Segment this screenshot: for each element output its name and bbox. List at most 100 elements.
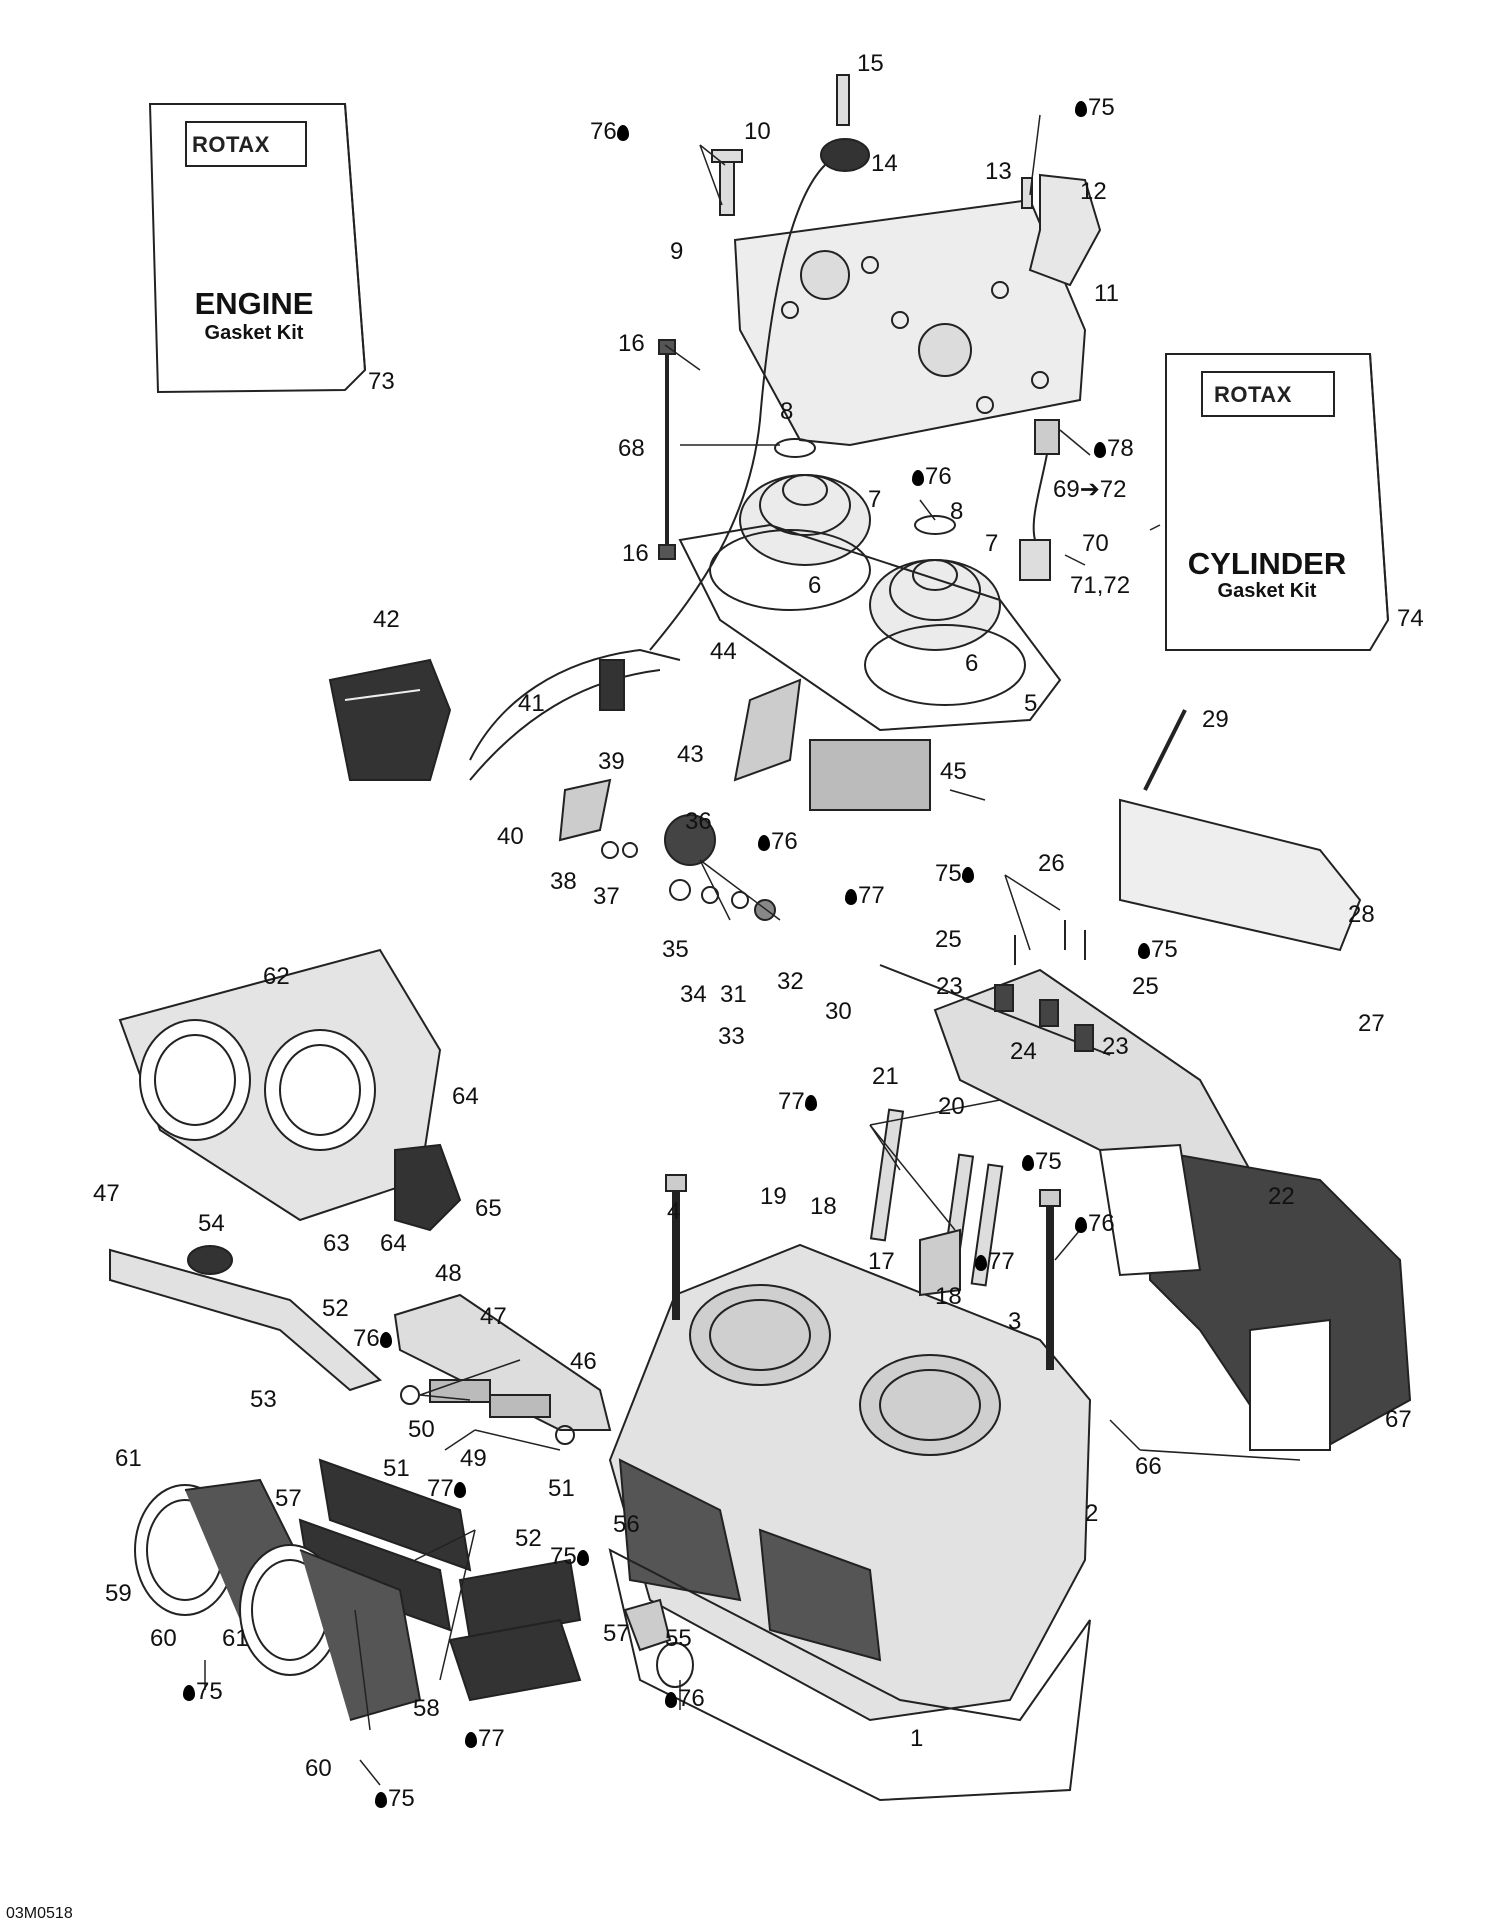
callout-6: 6 — [808, 572, 822, 599]
callout-74: 74 — [1397, 605, 1424, 632]
callout-23: 23 — [936, 973, 963, 1000]
callout-44: 44 — [710, 638, 737, 665]
callout-77-with-drop: 77 — [465, 1727, 505, 1751]
callout-18: 18 — [810, 1193, 837, 1220]
callout-69-72: 69➔72 — [1053, 476, 1127, 503]
throttle-body — [118, 948, 442, 1222]
callout-56: 56 — [613, 1511, 640, 1538]
engine-kit-subtitle: Gasket Kit — [204, 322, 304, 344]
callout-77-with-drop: 77 — [427, 1477, 467, 1501]
callout-number: 78 — [1107, 435, 1134, 462]
callout-1: 1 — [910, 1725, 924, 1752]
liquid-drop-icon — [804, 1095, 817, 1111]
wiring-harness — [469, 648, 681, 781]
callout-75-with-drop: 75 — [1138, 938, 1178, 962]
callout-46: 46 — [570, 1348, 597, 1375]
callout-77-with-drop: 77 — [778, 1090, 818, 1114]
callout-57: 57 — [275, 1485, 302, 1512]
callout-3: 3 — [1008, 1308, 1022, 1335]
exhaust-manifold — [1098, 1143, 1412, 1452]
callout-32: 32 — [777, 968, 804, 995]
liquid-drop-icon — [961, 867, 974, 883]
callout-number: 76 — [353, 1325, 380, 1352]
cylinder-gasket-kit: ROTAX CYLINDER Gasket Kit — [1160, 350, 1390, 660]
callout-68: 68 — [618, 435, 645, 462]
callout-76-with-drop: 76 — [1075, 1212, 1115, 1236]
liquid-drop-icon — [379, 1332, 392, 1348]
callout-41: 41 — [518, 690, 545, 717]
drain-plug — [623, 1598, 694, 1688]
callout-60: 60 — [305, 1755, 332, 1782]
callout-75-with-drop: 75 — [935, 862, 975, 886]
callout-25: 25 — [1132, 973, 1159, 1000]
callout-63: 63 — [323, 1230, 350, 1257]
callout-31: 31 — [720, 981, 747, 1008]
callout-75-with-drop: 75 — [1075, 96, 1115, 120]
callout-number: 77 — [478, 1725, 505, 1752]
liquid-drop-icon — [1094, 442, 1106, 458]
callout-number: 75 — [1088, 94, 1115, 121]
callout-61: 61 — [115, 1445, 142, 1472]
callout-77-with-drop: 77 — [845, 884, 885, 908]
callout-54: 54 — [198, 1210, 225, 1237]
callout-14: 14 — [871, 150, 898, 177]
callout-76-with-drop: 76 — [590, 120, 630, 144]
callout-13: 13 — [985, 158, 1012, 185]
callout-21: 21 — [872, 1063, 899, 1090]
callout-8: 8 — [950, 498, 964, 525]
liquid-drop-icon — [465, 1732, 477, 1748]
o-ring — [774, 438, 816, 458]
callout-number: 75 — [935, 860, 962, 887]
liquid-drop-icon — [576, 1550, 589, 1566]
callout-number: 76 — [1088, 1210, 1115, 1237]
callout-18: 18 — [935, 1283, 962, 1310]
temperature-sensor — [1019, 419, 1060, 581]
callout-43: 43 — [677, 741, 704, 768]
rave-valve — [558, 778, 776, 921]
cylinder-block — [608, 1243, 1092, 1722]
rave-cover — [328, 658, 452, 781]
intake-boot — [134, 1478, 422, 1721]
callout-number: 76 — [925, 463, 952, 490]
liquid-drop-icon — [1075, 1217, 1087, 1233]
callout-number: 76 — [678, 1685, 705, 1712]
callout-24: 24 — [1010, 1038, 1037, 1065]
rotax-logo: ROTAX — [1214, 382, 1292, 407]
reed-valve — [298, 1458, 582, 1702]
callout-number: 75 — [1035, 1148, 1062, 1175]
callout-53: 53 — [250, 1386, 277, 1413]
callout-76-with-drop: 76 — [665, 1687, 705, 1711]
callout-6: 6 — [965, 650, 979, 677]
liquid-drop-icon — [665, 1692, 677, 1708]
engine-gasket-kit: ROTAX ENGINE Gasket Kit — [140, 100, 380, 400]
callout-52: 52 — [515, 1525, 542, 1552]
callout-40: 40 — [497, 823, 524, 850]
callout-number: 77 — [778, 1088, 805, 1115]
cylinder-head — [733, 198, 1087, 447]
head-gasket — [678, 523, 1062, 732]
liquid-drop-icon — [453, 1482, 466, 1498]
callout-66: 66 — [1135, 1453, 1162, 1480]
callout-61: 61 — [222, 1625, 249, 1652]
booklet-outline — [1165, 353, 1390, 651]
callout-70: 70 — [1082, 530, 1109, 557]
callout-number: 77 — [427, 1475, 454, 1502]
liquid-drop-icon — [975, 1255, 987, 1271]
callout-59: 59 — [105, 1580, 132, 1607]
liquid-drop-icon — [183, 1685, 195, 1701]
liquid-drop-icon — [1022, 1155, 1034, 1171]
callout-number: 77 — [858, 882, 885, 909]
callout-67: 67 — [1385, 1406, 1412, 1433]
callout-52: 52 — [322, 1295, 349, 1322]
rave-bracket — [733, 678, 802, 782]
liquid-drop-icon — [1138, 943, 1150, 959]
callout-65: 65 — [475, 1195, 502, 1222]
knock-sensor — [649, 138, 870, 651]
callout-62: 62 — [263, 963, 290, 990]
callout-9: 9 — [670, 238, 684, 265]
callout-51: 51 — [548, 1475, 575, 1502]
callout-75-with-drop: 75 — [375, 1787, 415, 1811]
callout-29: 29 — [1202, 706, 1229, 733]
callout-20: 20 — [938, 1093, 965, 1120]
leader-lines — [204, 114, 1301, 1786]
